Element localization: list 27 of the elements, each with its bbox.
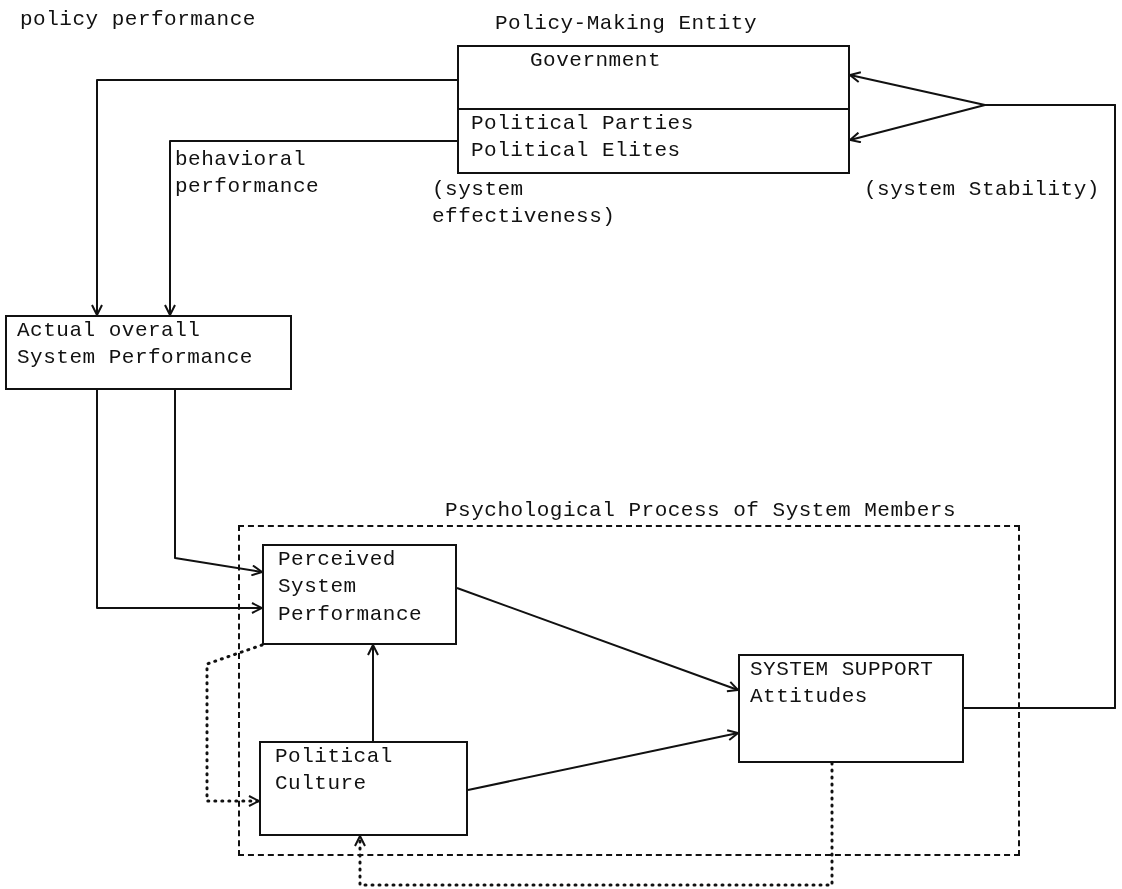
group-title: Policy-Making Entity <box>495 11 758 37</box>
arrow <box>467 729 739 791</box>
arrow <box>96 389 263 614</box>
dotted-arrow <box>354 761 834 887</box>
group-title: Psychological Process of System Members <box>445 498 956 524</box>
node-label: SYSTEM SUPPORT Attitudes <box>750 657 935 711</box>
node-label: Political Culture <box>275 744 394 798</box>
process-box <box>457 108 850 174</box>
process-box <box>738 654 964 763</box>
annotation: (system Stability) <box>864 177 1100 203</box>
annotation: (system effectiveness) <box>432 177 617 231</box>
process-box <box>262 544 457 645</box>
arrow <box>367 644 379 742</box>
arrow <box>164 140 458 316</box>
arrow <box>456 587 739 693</box>
node-label: Political Parties Political Elites <box>471 111 695 165</box>
process-box <box>5 315 292 390</box>
arrow <box>91 79 458 316</box>
node-label: Perceived System Performance <box>278 547 424 628</box>
dotted-arrow <box>205 643 264 807</box>
process-box <box>457 45 850 110</box>
edge-label: policy performance <box>20 7 256 33</box>
edge-label: behavioral performance <box>175 147 321 201</box>
process-box <box>259 741 468 836</box>
arrow <box>174 389 263 577</box>
node-label: Actual overall System Performance <box>17 318 254 372</box>
node-label: Government <box>530 48 662 74</box>
